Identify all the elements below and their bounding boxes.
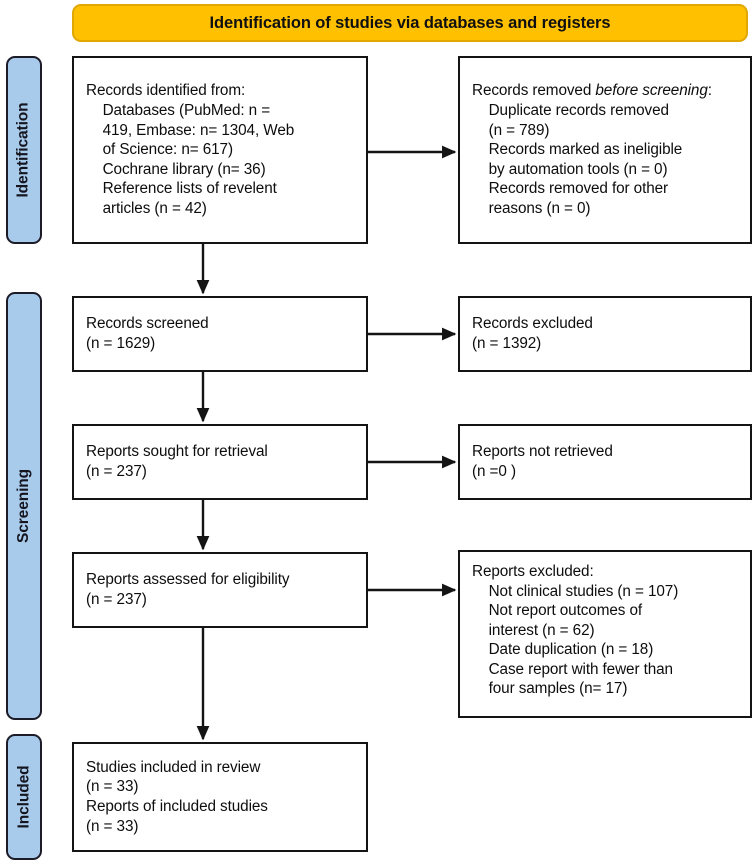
records-removed-heading-italic: before screening [595,82,708,100]
box-records-excluded-text: Records excluded (n = 1392) [472,315,593,352]
records-removed-heading-plain: Records removed [472,82,596,100]
box-records-identified: Records identified from: Databases (PubM… [72,56,368,244]
box-records-screened-text: Records screened (n = 1629) [86,315,209,352]
box-records-removed-before-screening: Records removed before screening: Duplic… [458,56,752,244]
header-title: Identification of studies via databases … [209,13,611,32]
box-records-screened: Records screened (n = 1629) [72,296,368,372]
stage-label-identification-text: Identification [15,102,33,198]
box-reports-not-retrieved: Reports not retrieved (n =0 ) [458,424,752,500]
header-banner: Identification of studies via databases … [72,4,748,42]
stage-label-included: Included [6,734,42,860]
box-reports-sought-for-retrieval: Reports sought for retrieval (n = 237) [72,424,368,500]
stage-label-screening: Screening [6,292,42,720]
records-removed-body: Duplicate records removed (n = 789) Reco… [488,102,683,217]
records-removed-heading-colon: : [707,82,712,100]
box-reports-excluded-text: Reports excluded: Not clinical studies (… [472,563,679,698]
box-reports-excluded: Reports excluded: Not clinical studies (… [458,550,752,718]
box-reports-not-retrieved-text: Reports not retrieved (n =0 ) [472,443,613,480]
box-reports-assessed-text: Reports assessed for eligibility (n = 23… [86,571,290,608]
box-reports-sought-text: Reports sought for retrieval (n = 237) [86,443,268,480]
box-studies-included-text: Studies included in review (n = 33) Repo… [86,758,268,835]
box-reports-assessed-for-eligibility: Reports assessed for eligibility (n = 23… [72,552,368,628]
stage-label-screening-text: Screening [15,468,33,544]
box-records-identified-text: Records identified from: Databases (PubM… [86,82,295,217]
stage-label-identification: Identification [6,56,42,244]
box-studies-included-in-review: Studies included in review (n = 33) Repo… [72,742,368,852]
box-records-removed-text: Records removed before screening: Duplic… [472,81,712,218]
box-records-excluded: Records excluded (n = 1392) [458,296,752,372]
stage-label-included-text: Included [15,765,32,829]
